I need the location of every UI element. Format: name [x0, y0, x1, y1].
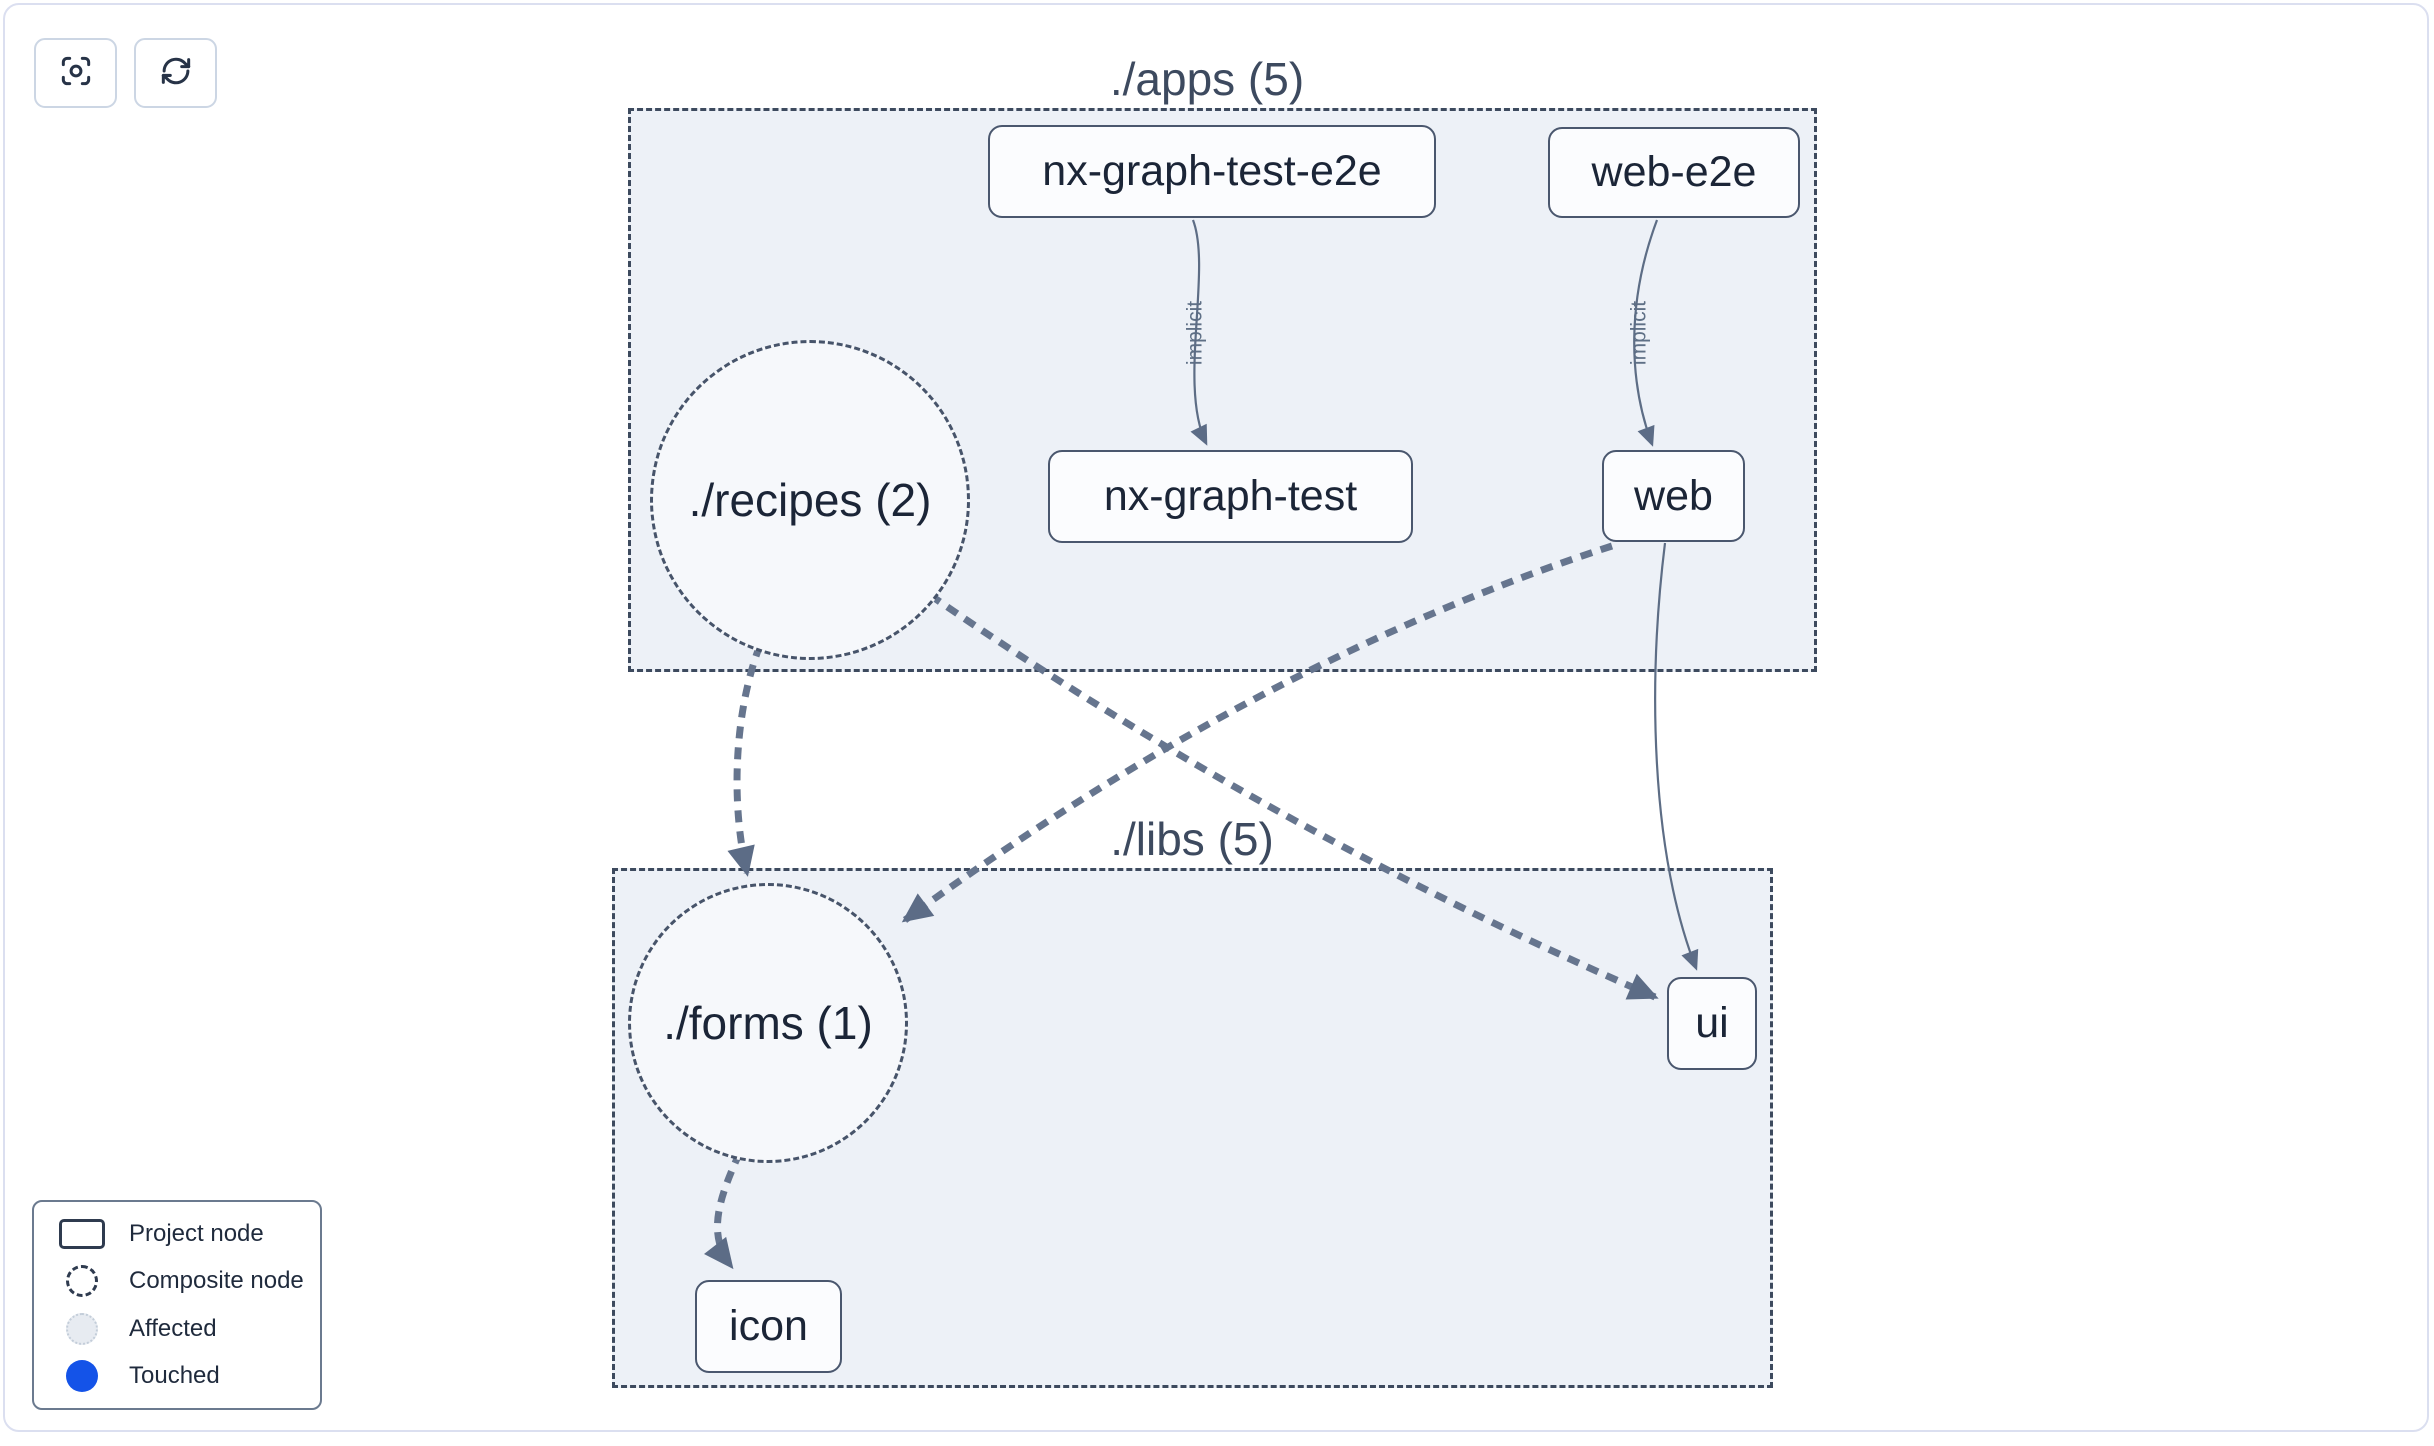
legend-label: Composite node: [129, 1267, 304, 1295]
legend-item-project-node: Project node: [34, 1212, 320, 1256]
group-label-libs[interactable]: ./libs (5): [1110, 813, 1274, 865]
refresh-button[interactable]: [134, 38, 217, 108]
project-node-label: web: [1634, 471, 1713, 520]
focus-view-button[interactable]: [34, 38, 117, 108]
legend-label: Touched: [129, 1362, 220, 1390]
project-node-nx-graph-test-e2e[interactable]: nx-graph-test-e2e: [988, 125, 1436, 218]
composite-node-label: ./forms (1): [663, 997, 873, 1049]
project-node-ui[interactable]: ui: [1667, 977, 1757, 1070]
legend-item-composite-node: Composite node: [34, 1259, 320, 1303]
composite-node-swatch: [65, 1265, 98, 1298]
legend: Project node Composite node Affected Tou…: [32, 1200, 322, 1410]
project-node-label: web-e2e: [1591, 148, 1757, 196]
project-node-swatch: [58, 1218, 105, 1249]
legend-label: Affected: [129, 1314, 217, 1342]
group-label-apps[interactable]: ./apps (5): [1109, 53, 1305, 105]
graph-toolbar: [34, 38, 217, 108]
project-node-nx-graph-test[interactable]: nx-graph-test: [1048, 450, 1413, 543]
project-node-label: ui: [1695, 999, 1729, 1047]
project-node-label: icon: [729, 1302, 808, 1350]
affected-swatch: [65, 1312, 98, 1345]
project-node-label: nx-graph-test: [1103, 472, 1358, 520]
project-node-web[interactable]: web: [1602, 450, 1745, 542]
project-node-icon[interactable]: icon: [695, 1280, 842, 1373]
composite-node-label: ./recipes (2): [688, 474, 932, 526]
focus-icon: [57, 52, 95, 95]
composite-node-forms[interactable]: ./forms (1): [628, 883, 908, 1163]
refresh-icon: [157, 52, 195, 95]
project-node-label: nx-graph-test-e2e: [1042, 147, 1382, 195]
composite-node-recipes[interactable]: ./recipes (2): [650, 340, 970, 660]
legend-label: Project node: [129, 1219, 264, 1247]
legend-item-affected: Affected: [34, 1307, 320, 1351]
project-node-web-e2e[interactable]: web-e2e: [1548, 127, 1800, 218]
touched-swatch: [65, 1360, 98, 1393]
legend-item-touched: Touched: [34, 1354, 320, 1398]
